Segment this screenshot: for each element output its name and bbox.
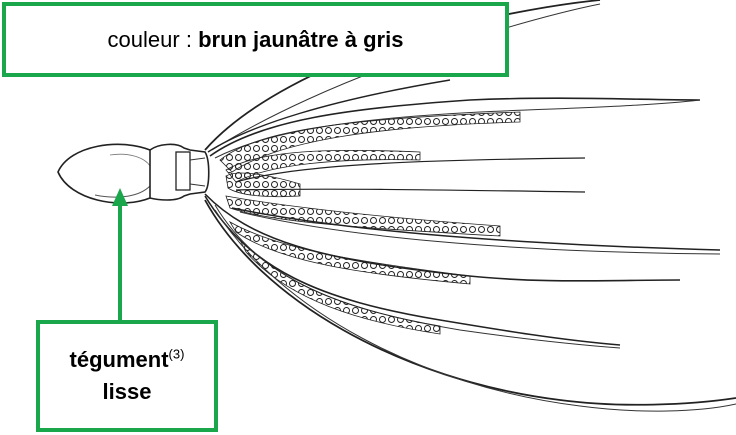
skin-label-term2: lisse (103, 376, 152, 408)
sucker-band-lower-3 (240, 240, 440, 334)
color-label-box: couleur : brun jaunâtre à gris (2, 2, 509, 77)
skin-label-term: tégument (70, 347, 169, 372)
color-label-prefix: couleur : (108, 27, 192, 53)
skin-label-box: tégument(3) lisse (36, 320, 218, 432)
sucker-band-center (226, 173, 300, 197)
skin-label-line1: tégument(3) (70, 344, 185, 376)
octopus-neck (150, 144, 209, 200)
octopus-mantle (58, 144, 162, 203)
sucker-band-lower (226, 196, 500, 236)
color-label-value: brun jaunâtre à gris (198, 27, 403, 53)
skin-label-note: (3) (169, 347, 185, 362)
